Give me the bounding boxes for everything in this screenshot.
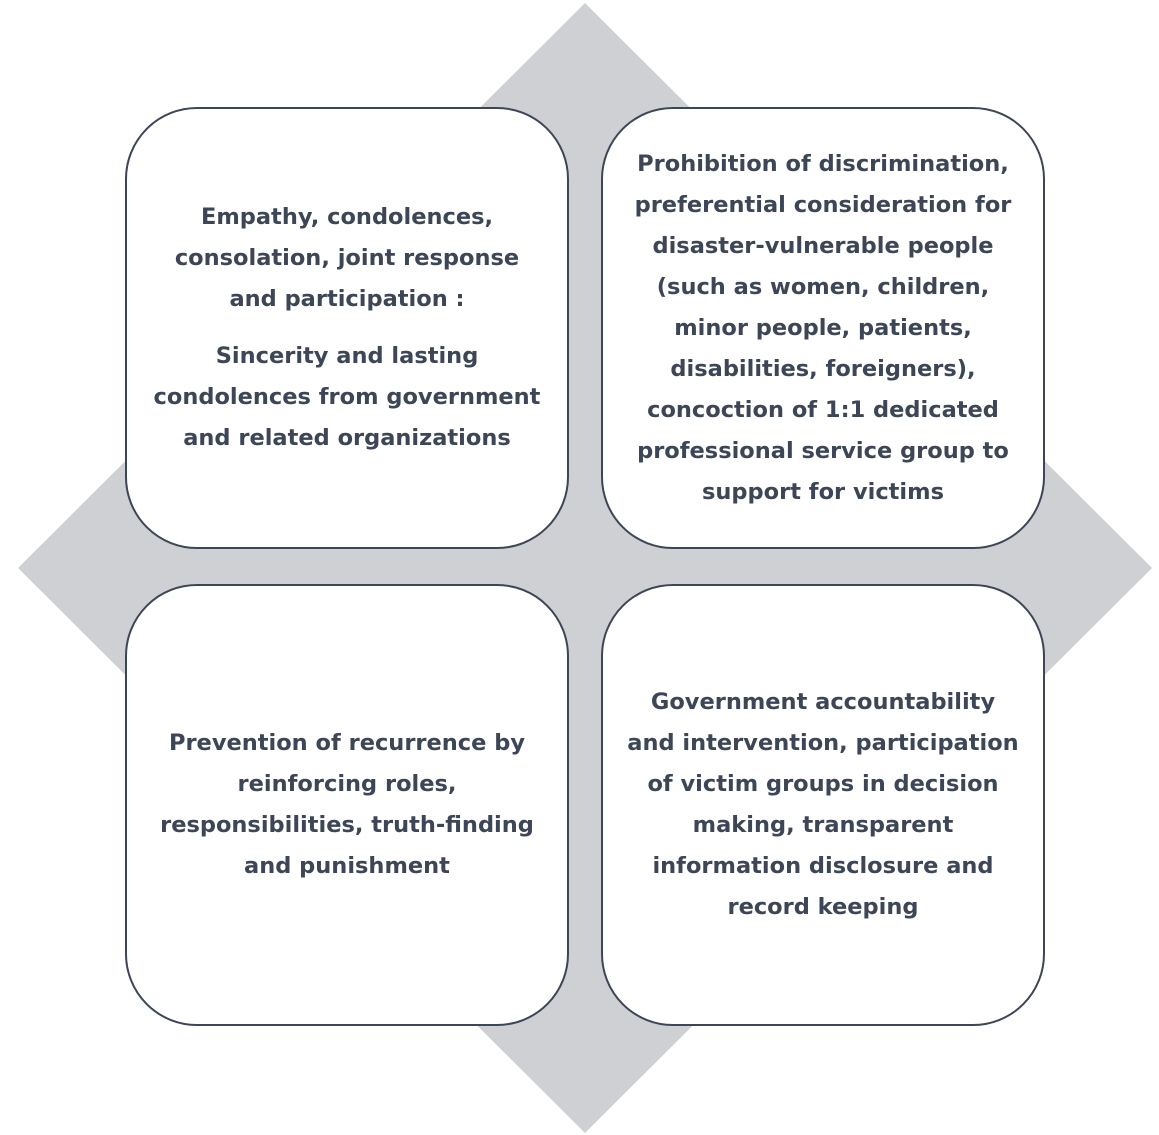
quadrant-top-left: Empathy, condolences, consolation, joint… xyxy=(125,107,569,549)
quadrant-bottom-right: Government accountability and interventi… xyxy=(601,584,1045,1026)
quadrant-top-right-body: Prohibition of discrimination, preferent… xyxy=(634,150,1012,505)
quadrant-bottom-left: Prevention of recurrence by reinforcing … xyxy=(125,584,569,1026)
quadrant-bottom-left-body: Prevention of recurrence by reinforcing … xyxy=(160,730,534,879)
quadrant-top-left-body: Sincerity and lasting condolences from g… xyxy=(153,343,541,451)
quadrant-top-left-heading: Empathy, condolences, consolation, joint… xyxy=(174,204,520,312)
quadrant-bottom-right-body: Government accountability and interventi… xyxy=(627,689,1019,920)
quadrant-top-right: Prohibition of discrimination, preferent… xyxy=(601,107,1045,549)
